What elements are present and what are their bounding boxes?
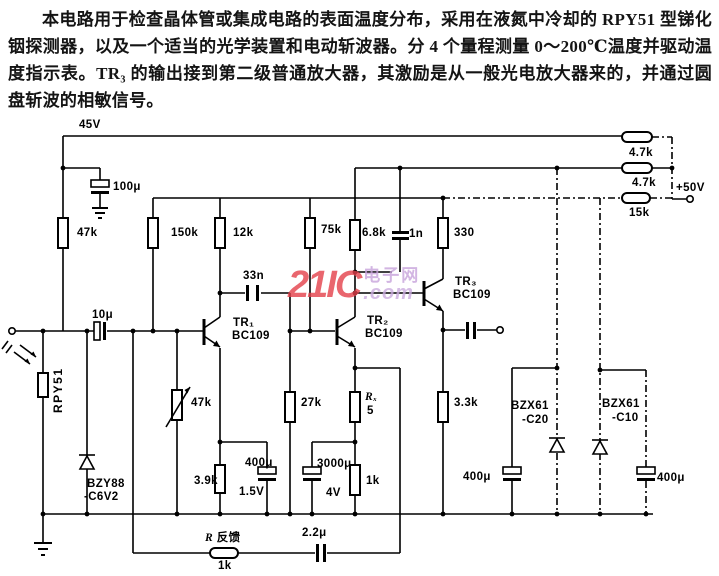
output-terminal (495, 325, 504, 334)
capacitor-output (466, 322, 469, 339)
electrolytic-capacitors (90, 179, 656, 481)
label-33n: 33n (243, 270, 265, 282)
label-bzx61-c20b: -C20 (522, 414, 549, 426)
label-27k: 27k (301, 397, 322, 409)
label-100u: 100μ (113, 181, 141, 193)
label-bzx61-c20: BZX61 (511, 400, 549, 412)
label-3k3: 3.3k (454, 397, 478, 409)
capacitor-400u-c10 (636, 466, 656, 481)
label-47k-adj: 47k (191, 397, 212, 409)
resistor-15k (621, 192, 651, 204)
circuit-wiring-dashed (443, 136, 673, 514)
transistors (202, 278, 444, 348)
label-330: 330 (454, 227, 475, 239)
resistor-rx (349, 391, 361, 423)
ground-icon-top (92, 207, 108, 219)
label-15k: 15k (629, 207, 650, 219)
capacitor-33n (246, 285, 249, 301)
label-12k: 12k (233, 227, 254, 239)
resistor-1k-feedback (209, 547, 239, 559)
resistor-3k3 (437, 391, 449, 423)
light-arrows-icon (1, 340, 37, 365)
resistor-6k8 (349, 219, 361, 251)
label-bzx61-c10b: -C10 (612, 412, 639, 424)
label-rx: Rₓ (365, 391, 378, 403)
zener-diodes (78, 437, 609, 470)
resistor-3k9 (214, 464, 226, 494)
zener-bzy88 (78, 454, 96, 470)
ground-icon-bottom (34, 542, 52, 556)
label-r-feedback-cn: 反馈 (216, 532, 241, 544)
resistor-4k7-top (621, 131, 653, 143)
label-bzy88b: -C6V2 (84, 491, 119, 503)
zener-bzx61-c10 (591, 439, 609, 455)
input-signal-marks (1, 340, 13, 354)
plus50v-terminal (685, 195, 694, 204)
label-4k7-top: 4.7k (629, 147, 653, 159)
capacitor-400u-tr1 (257, 466, 277, 481)
resistor-27k (284, 391, 296, 423)
capacitor-400u-c20 (502, 466, 522, 481)
label-rx-value: 5 (367, 405, 374, 417)
label-tr3: TR₃ (455, 276, 477, 288)
label-2u2: 2.2μ (302, 527, 327, 539)
label-bzx61-c10: BZX61 (602, 398, 640, 410)
label-75k: 75k (321, 224, 342, 236)
capacitor-10u (93, 321, 101, 341)
label-plus50v: +50V (676, 182, 705, 194)
label-47k-top: 47k (77, 227, 98, 239)
label-150k: 150k (171, 227, 199, 239)
zener-bzx61-c20 (548, 437, 566, 453)
label-45v: 45V (79, 119, 101, 131)
resistor-4k7-mid (621, 162, 653, 174)
resistor-47k-adjustable (171, 389, 183, 421)
label-tr1: TR₁ (233, 317, 255, 329)
capacitor-100u (90, 179, 110, 194)
transistor-tr1 (202, 316, 221, 348)
rpy51-detector-body (37, 372, 49, 398)
transistor-tr3 (422, 278, 444, 312)
label-tr1-type: BC109 (232, 330, 270, 342)
label-bzy88: BZY88 (87, 478, 125, 490)
label-rpy51: RPY51 (51, 367, 65, 413)
resistor-75k (304, 217, 316, 249)
label-1k-feedback: 1k (218, 560, 232, 572)
label-3k9: 3.9k (194, 475, 218, 487)
label-400u-tr1: 400μ (245, 457, 273, 469)
input-terminal (8, 326, 17, 335)
terminals (8, 195, 694, 335)
ground-symbols (34, 207, 108, 556)
capacitor-3000u (302, 466, 322, 481)
resistor-330 (437, 217, 449, 249)
label-tr2-type: BC109 (365, 328, 403, 340)
resistors (37, 131, 653, 559)
label-3000u: 3000μ (317, 458, 352, 470)
adjustable-arrow-icon (165, 386, 191, 428)
label-r-feedback: R 反馈 (205, 529, 241, 545)
label-4k7-mid: 4.7k (632, 177, 656, 189)
resistor-1k-emitter (349, 464, 361, 496)
resistor-47k-top (57, 217, 69, 249)
label-4v: 4V (326, 487, 341, 499)
label-1k-emitter: 1k (366, 475, 380, 487)
capacitor-1n (392, 231, 409, 234)
resistor-150k (147, 217, 159, 249)
label-tr2: TR₂ (367, 315, 389, 327)
label-6k8: 6.8k (362, 227, 386, 239)
label-r-feedback-symbol: R (205, 532, 214, 544)
junction-dots (40, 165, 675, 517)
film-capacitors (93, 231, 476, 562)
label-400u-c20: 400μ (463, 471, 491, 483)
transistor-tr2 (335, 316, 356, 348)
label-400u-c10: 400μ (657, 472, 685, 484)
capacitor-2u2 (316, 544, 319, 562)
resistor-12k (214, 217, 226, 249)
label-tr3-type: BC109 (453, 289, 491, 301)
label-1n: 1n (409, 228, 424, 240)
label-1v5: 1.5V (239, 486, 265, 498)
label-10u: 10μ (92, 309, 114, 321)
circuit-description-text: 本电路用于检查晶体管或集成电路的表面温度分布，采用在液氮中冷却的 RPY51 型… (8, 10, 712, 110)
